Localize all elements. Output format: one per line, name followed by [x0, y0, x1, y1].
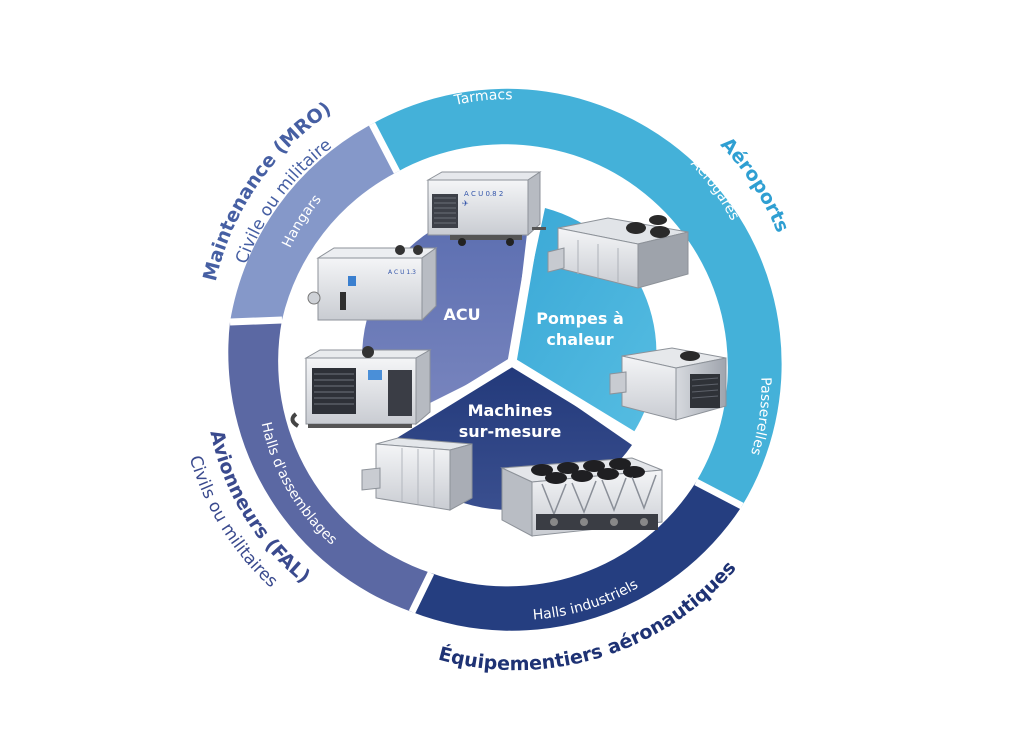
ring-segment-equipementiers[interactable] [412, 482, 742, 631]
outer-ring [228, 88, 782, 631]
compact-acu-unit-image [290, 346, 432, 428]
ring-segment-airports[interactable] [372, 88, 782, 506]
core-label-acu: ACU [443, 305, 480, 324]
ring-separators [229, 122, 744, 614]
core-label-machines-line1: Machines [468, 401, 553, 420]
core-label-machines-line2: sur-mesure [459, 422, 562, 441]
core-label-pompes-line1: Pompes à [536, 309, 624, 328]
core-label-pompes-line2: chaleur [546, 330, 613, 349]
svg-text:✈: ✈ [462, 199, 469, 208]
ring-segment-avionneurs[interactable] [228, 320, 431, 612]
ring-segment-maintenance[interactable] [230, 124, 397, 322]
packaged-heat-pump-image [609, 347, 727, 421]
chiller-unit-image [500, 457, 663, 537]
air-handling-unit-image [361, 437, 473, 511]
acu-mid-model-label: A C U 1.3 [388, 269, 416, 276]
acu-small-model-label: A C U 0.8 2 [464, 190, 503, 198]
core-labels: ACU Pompes à chaleur Machines sur-mesure [443, 305, 623, 441]
rooftop-heat-pump-image [547, 215, 689, 289]
acu-unit-image: A C U 1.3 [307, 245, 438, 322]
mobile-acu-unit-image: A C U 0.8 2 ✈ [426, 171, 546, 246]
